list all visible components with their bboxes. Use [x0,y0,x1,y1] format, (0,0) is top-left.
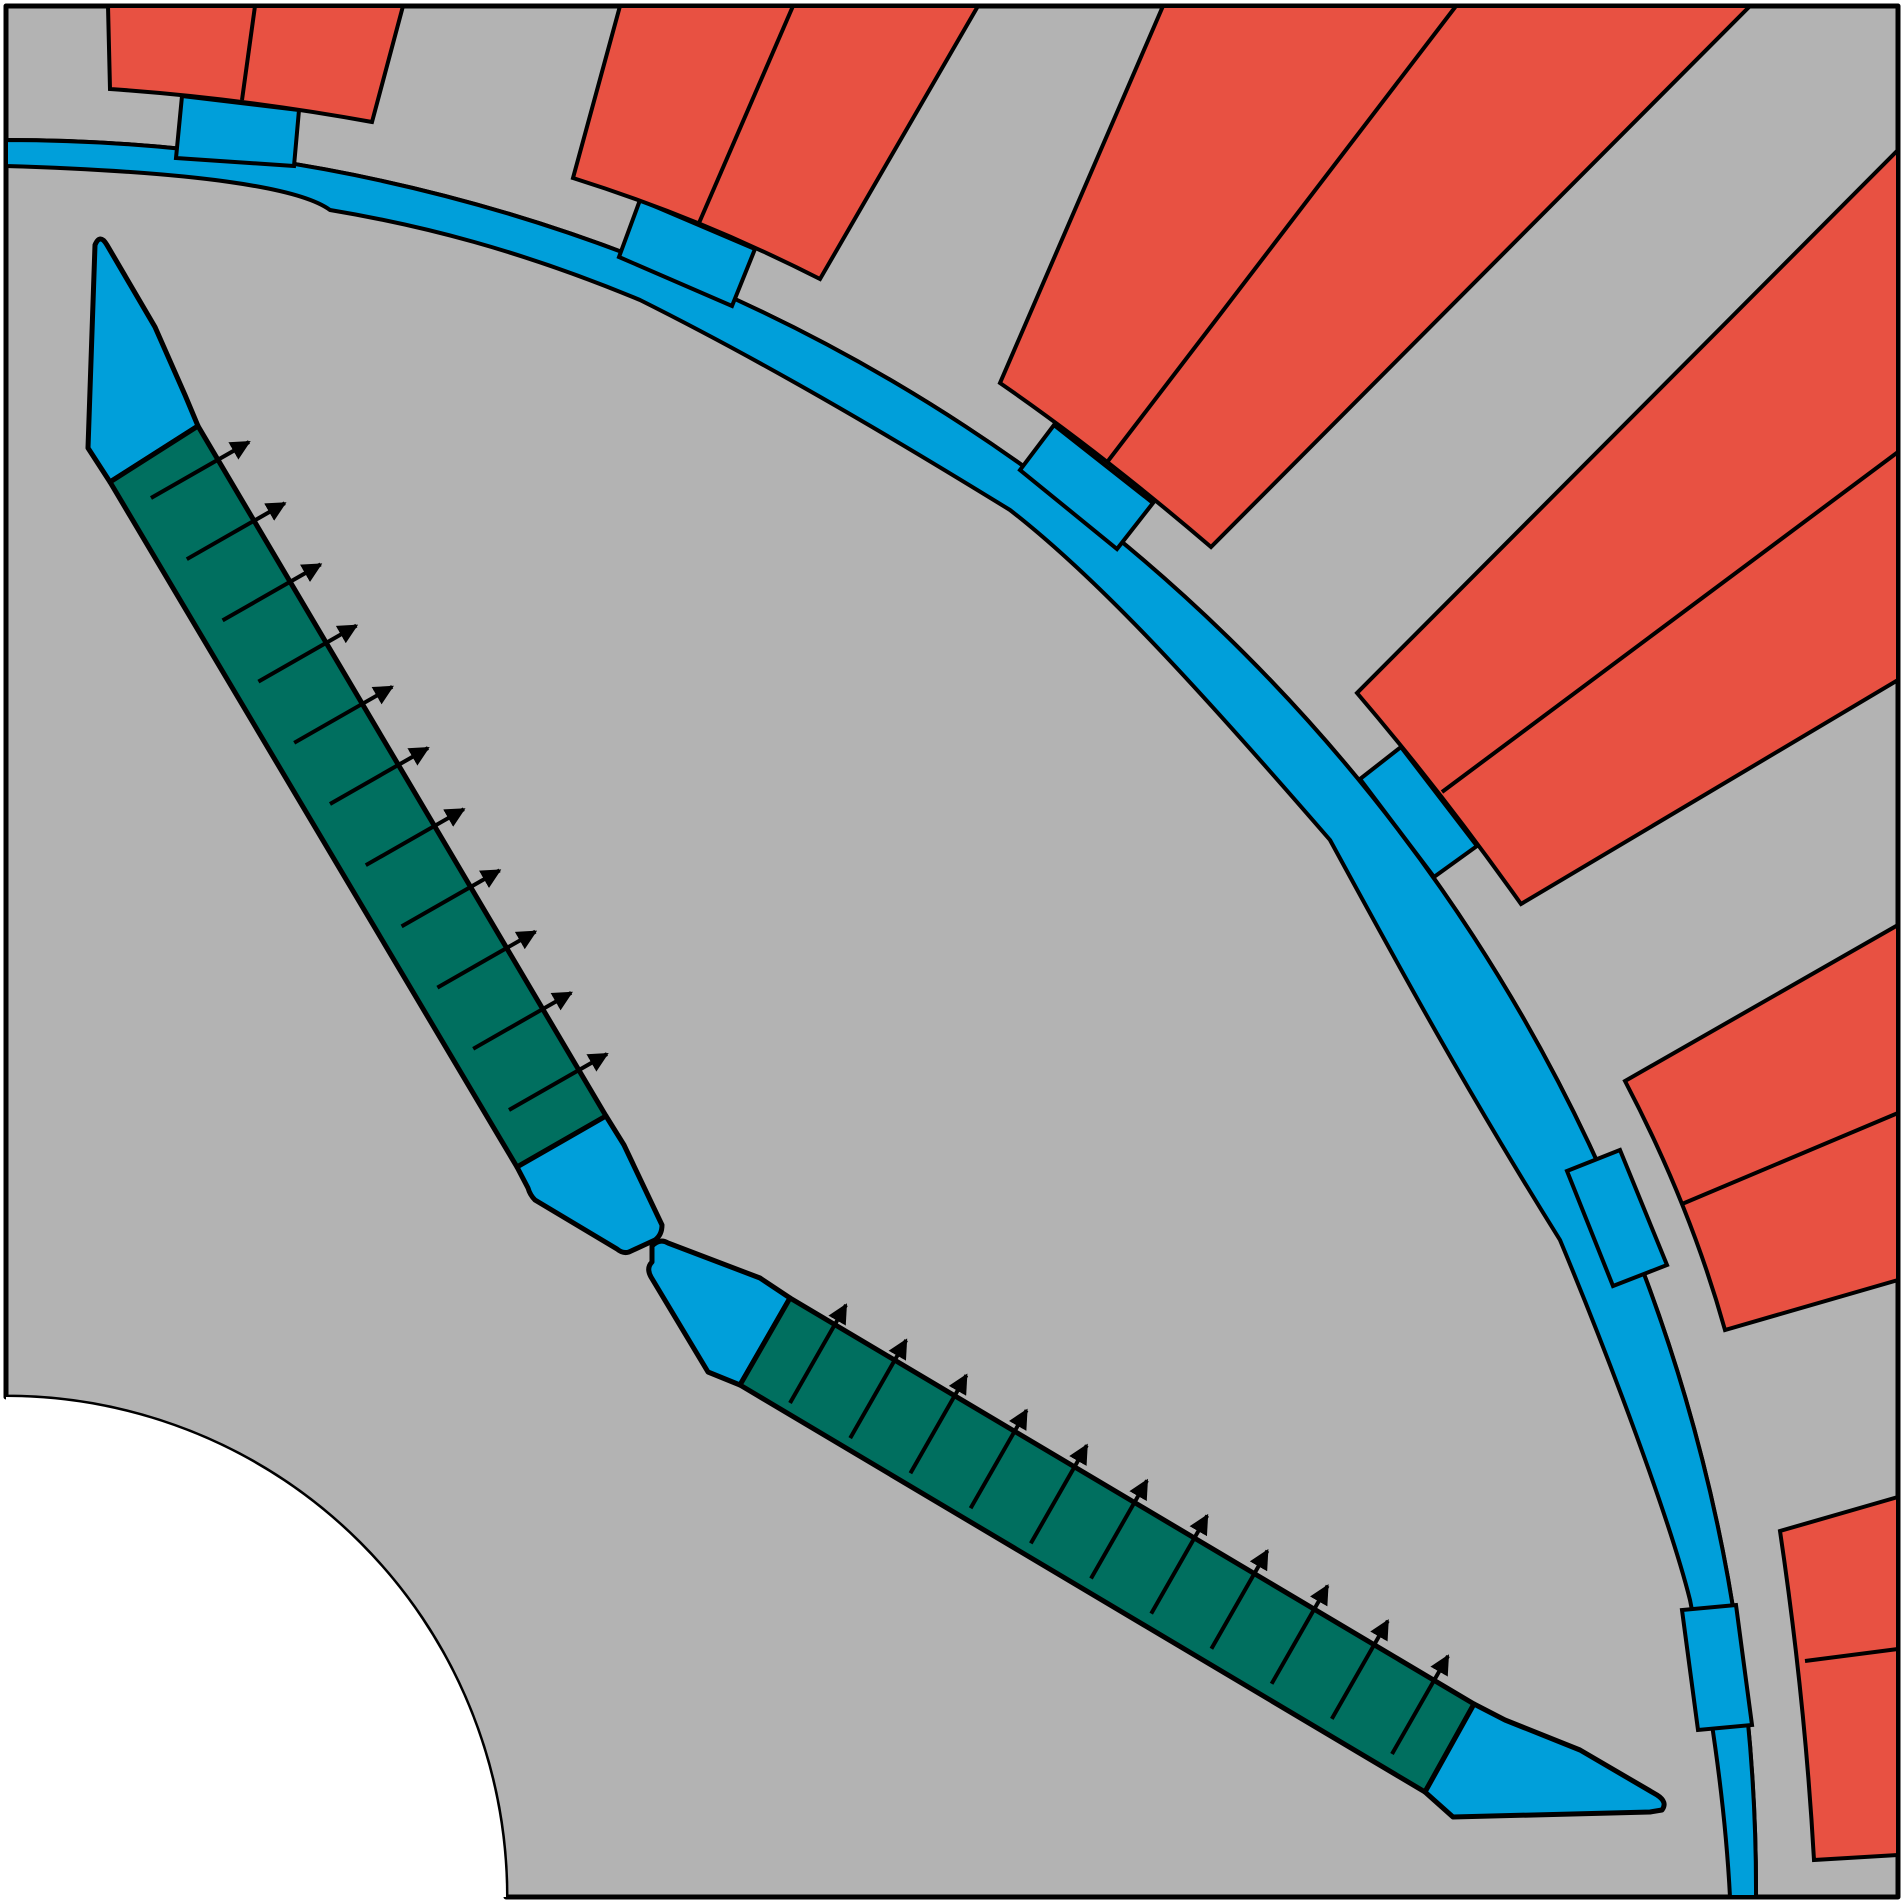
magnetization-arrow [1149,1513,1209,1615]
magnetization-arrow [908,1373,969,1475]
coil-2-divider [697,5,795,224]
magnetization-arrow [329,746,430,806]
magnet-upper-arrows [150,440,609,1112]
coil-5 [1622,921,1900,1333]
rotor-surface-pocket [4,138,1759,1899]
magnetization-arrow [1089,1478,1149,1580]
magnetization-arrow [293,685,394,745]
magnetization-arrow [1029,1443,1089,1545]
tooth-tip-6 [1679,1602,1755,1733]
magnetization-arrow [257,623,359,684]
magnet-lower-pocket-right [1422,1701,1667,1820]
magnetization-arrow [400,868,502,929]
coil-3-divider [1106,4,1458,463]
magnetization-arrow [221,562,323,623]
magnetization-arrow [364,807,466,867]
magnet-upper-pocket-bottom [514,1113,665,1256]
tooth-tip-3 [1017,422,1156,552]
magnet-lower-arrows [788,1303,1450,1755]
coil-1 [105,4,406,125]
magnetization-arrow [150,440,251,500]
stator-coils [105,3,1900,1863]
magnetization-arrow [436,929,538,990]
coil-4 [1354,145,1900,907]
magnetization-arrow [848,1338,908,1440]
magnetization-arrow [508,1052,609,1112]
stator-tooth-tips [173,93,1755,1733]
magnet-upper-assembly [85,236,665,1256]
coil-6 [1777,1494,1900,1863]
magnetization-arrow [968,1408,1029,1510]
coil-2 [570,4,982,282]
coil-5-divider [1681,1111,1899,1206]
magnet-lower-assembly [646,1238,1667,1820]
shaft-bore [6,1397,506,1897]
magnetization-arrow [1330,1619,1390,1720]
coil-6-divider [1804,1647,1899,1663]
magnetization-arrow [1269,1584,1330,1685]
coil-1-divider [240,5,257,101]
magnetization-arrow [1209,1548,1270,1650]
magnetization-arrow [185,501,287,561]
magnetization-arrow [788,1303,848,1404]
coil-4-divider [1440,450,1900,794]
magnetization-arrow [1390,1654,1450,1755]
coil-3 [997,3,1755,550]
tooth-tip-5 [1564,1147,1670,1289]
magnetization-arrow [472,991,573,1051]
